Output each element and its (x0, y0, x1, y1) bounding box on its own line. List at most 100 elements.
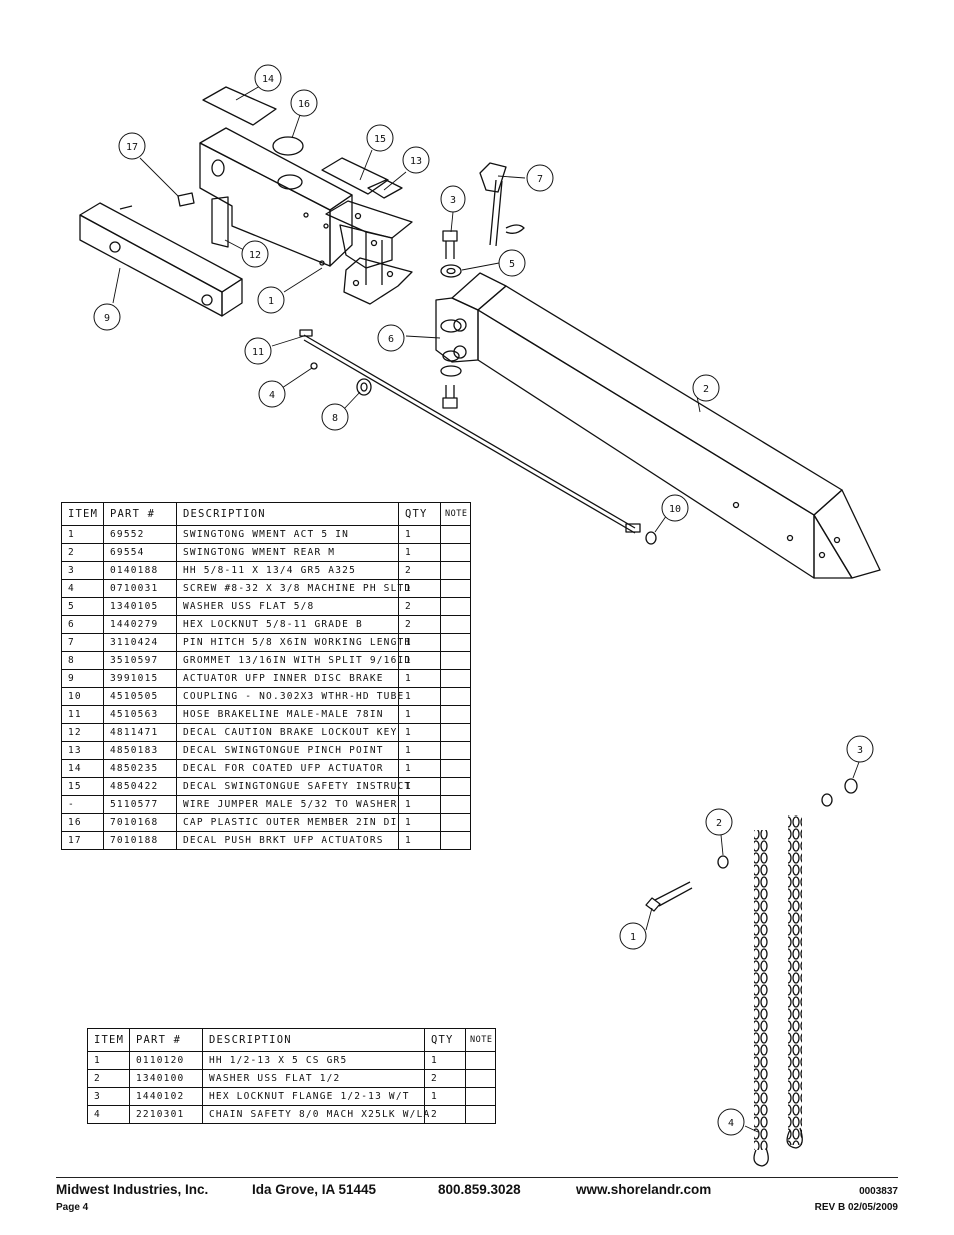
cell-item: 6 (61, 615, 104, 634)
footer-website[interactable]: www.shorelandr.com (576, 1182, 712, 1197)
callout-14: 14 (262, 74, 274, 85)
cell-qty: 1 (424, 1051, 466, 1070)
cell-part-number: 1440102 (129, 1087, 203, 1106)
cell-qty: 1 (398, 543, 441, 562)
cell-part-number: 3510597 (103, 651, 177, 670)
decal-13 (367, 179, 403, 199)
washer-2-lower (717, 855, 729, 869)
cell-description: DECAL PUSH BRKT UFP ACTUATORS (176, 831, 399, 850)
cell-description: DECAL CAUTION BRAKE LOCKOUT KEY (176, 723, 399, 742)
callout-16: 16 (298, 99, 310, 110)
decal-17 (177, 192, 195, 207)
actuator-housing (199, 127, 413, 305)
footer-company: Midwest Industries, Inc. (56, 1182, 209, 1197)
cell-qty: 1 (398, 759, 441, 778)
cell-note (465, 1069, 496, 1088)
cell-note (440, 651, 471, 670)
screw-4 (310, 362, 318, 370)
cell-qty: 1 (398, 705, 441, 724)
cell-note (440, 777, 471, 796)
callout-13: 13 (410, 156, 422, 167)
cell-qty: 2 (424, 1105, 466, 1124)
swingtongue-rear (435, 272, 881, 579)
cell-qty: 2 (424, 1069, 466, 1088)
cell-note (440, 615, 471, 634)
hitch-pin-7 (479, 162, 525, 247)
cell-description: HOSE BRAKELINE MALE-MALE 78IN (176, 705, 399, 724)
cell-part-number: 4510563 (103, 705, 177, 724)
cell-description: PIN HITCH 5/8 X6IN WORKING LENGTH (176, 633, 410, 652)
cell-note (440, 687, 471, 706)
cell-note (465, 1087, 496, 1106)
cell-item: 3 (87, 1087, 130, 1106)
cell-qty: 1 (398, 525, 441, 544)
cell-qty: 2 (398, 597, 441, 616)
cell-qty: 1 (398, 795, 441, 814)
cell-note (440, 543, 471, 562)
cell-item: 1 (87, 1051, 130, 1070)
cell-note (465, 1105, 496, 1124)
footer-page: Page 4 (56, 1202, 89, 1213)
cell-part-number: 7010168 (103, 813, 177, 832)
cell-part-number: 5110577 (103, 795, 177, 814)
footer-location: Ida Grove, IA 51445 (252, 1182, 377, 1197)
grommet-8 (356, 378, 372, 396)
cell-qty: 2 (398, 561, 441, 580)
cell-description: HEX LOCKNUT FLANGE 1/2-13 W/T (202, 1087, 425, 1106)
cell-description: DECAL SWINGTONGUE SAFETY INSTRUCT (176, 777, 410, 796)
cell-note (440, 597, 471, 616)
cell-note (440, 705, 471, 724)
cell-part-number: 3991015 (103, 669, 177, 688)
cell-note (440, 525, 471, 544)
cell-description: CAP PLASTIC OUTER MEMBER 2IN DI (176, 813, 399, 832)
cell-item: 16 (61, 813, 104, 832)
callout-6: 6 (388, 334, 394, 345)
callout-7: 7 (537, 174, 543, 185)
cell-part-number: 0710031 (103, 579, 177, 598)
cell-qty: 1 (398, 651, 441, 670)
decal-15 (321, 157, 389, 195)
cell-part-number: 0110120 (129, 1051, 203, 1070)
cell-note (440, 795, 471, 814)
header-qty: QTY (424, 1028, 466, 1052)
cell-item: 7 (61, 633, 104, 652)
header-description: DESCRIPTION (176, 502, 399, 526)
callout-1: 1 (268, 296, 274, 307)
cell-item: 5 (61, 597, 104, 616)
cell-item: 15 (61, 777, 104, 796)
footer-doc-number: 0003837 (859, 1186, 898, 1197)
cell-qty: 1 (398, 687, 441, 706)
cell-item: 12 (61, 723, 104, 742)
cell-description: DECAL FOR COATED UFP ACTUATOR (176, 759, 399, 778)
cell-item: 17 (61, 831, 104, 850)
header-qty: QTY (398, 502, 441, 526)
coupling-10 (645, 531, 657, 545)
cell-note (440, 741, 471, 760)
callout-lower-3: 3 (857, 745, 863, 756)
cell-note (440, 579, 471, 598)
cell-note (440, 669, 471, 688)
callout-17: 17 (126, 142, 138, 153)
callout-lower-4: 4 (728, 1118, 734, 1129)
cell-qty: 1 (398, 723, 441, 742)
cell-item: 4 (61, 579, 104, 598)
callout-11: 11 (252, 347, 264, 358)
cell-qty: 1 (398, 777, 441, 796)
decal-12 (211, 196, 229, 248)
cell-description: SWINGTONG WMENT REAR M (176, 543, 399, 562)
header-description: DESCRIPTION (202, 1028, 425, 1052)
cell-description: GROMMET 13/16IN WITH SPLIT 9/16ID (176, 651, 410, 670)
cell-part-number: 1340100 (129, 1069, 203, 1088)
inner-actuator-9 (79, 202, 243, 317)
